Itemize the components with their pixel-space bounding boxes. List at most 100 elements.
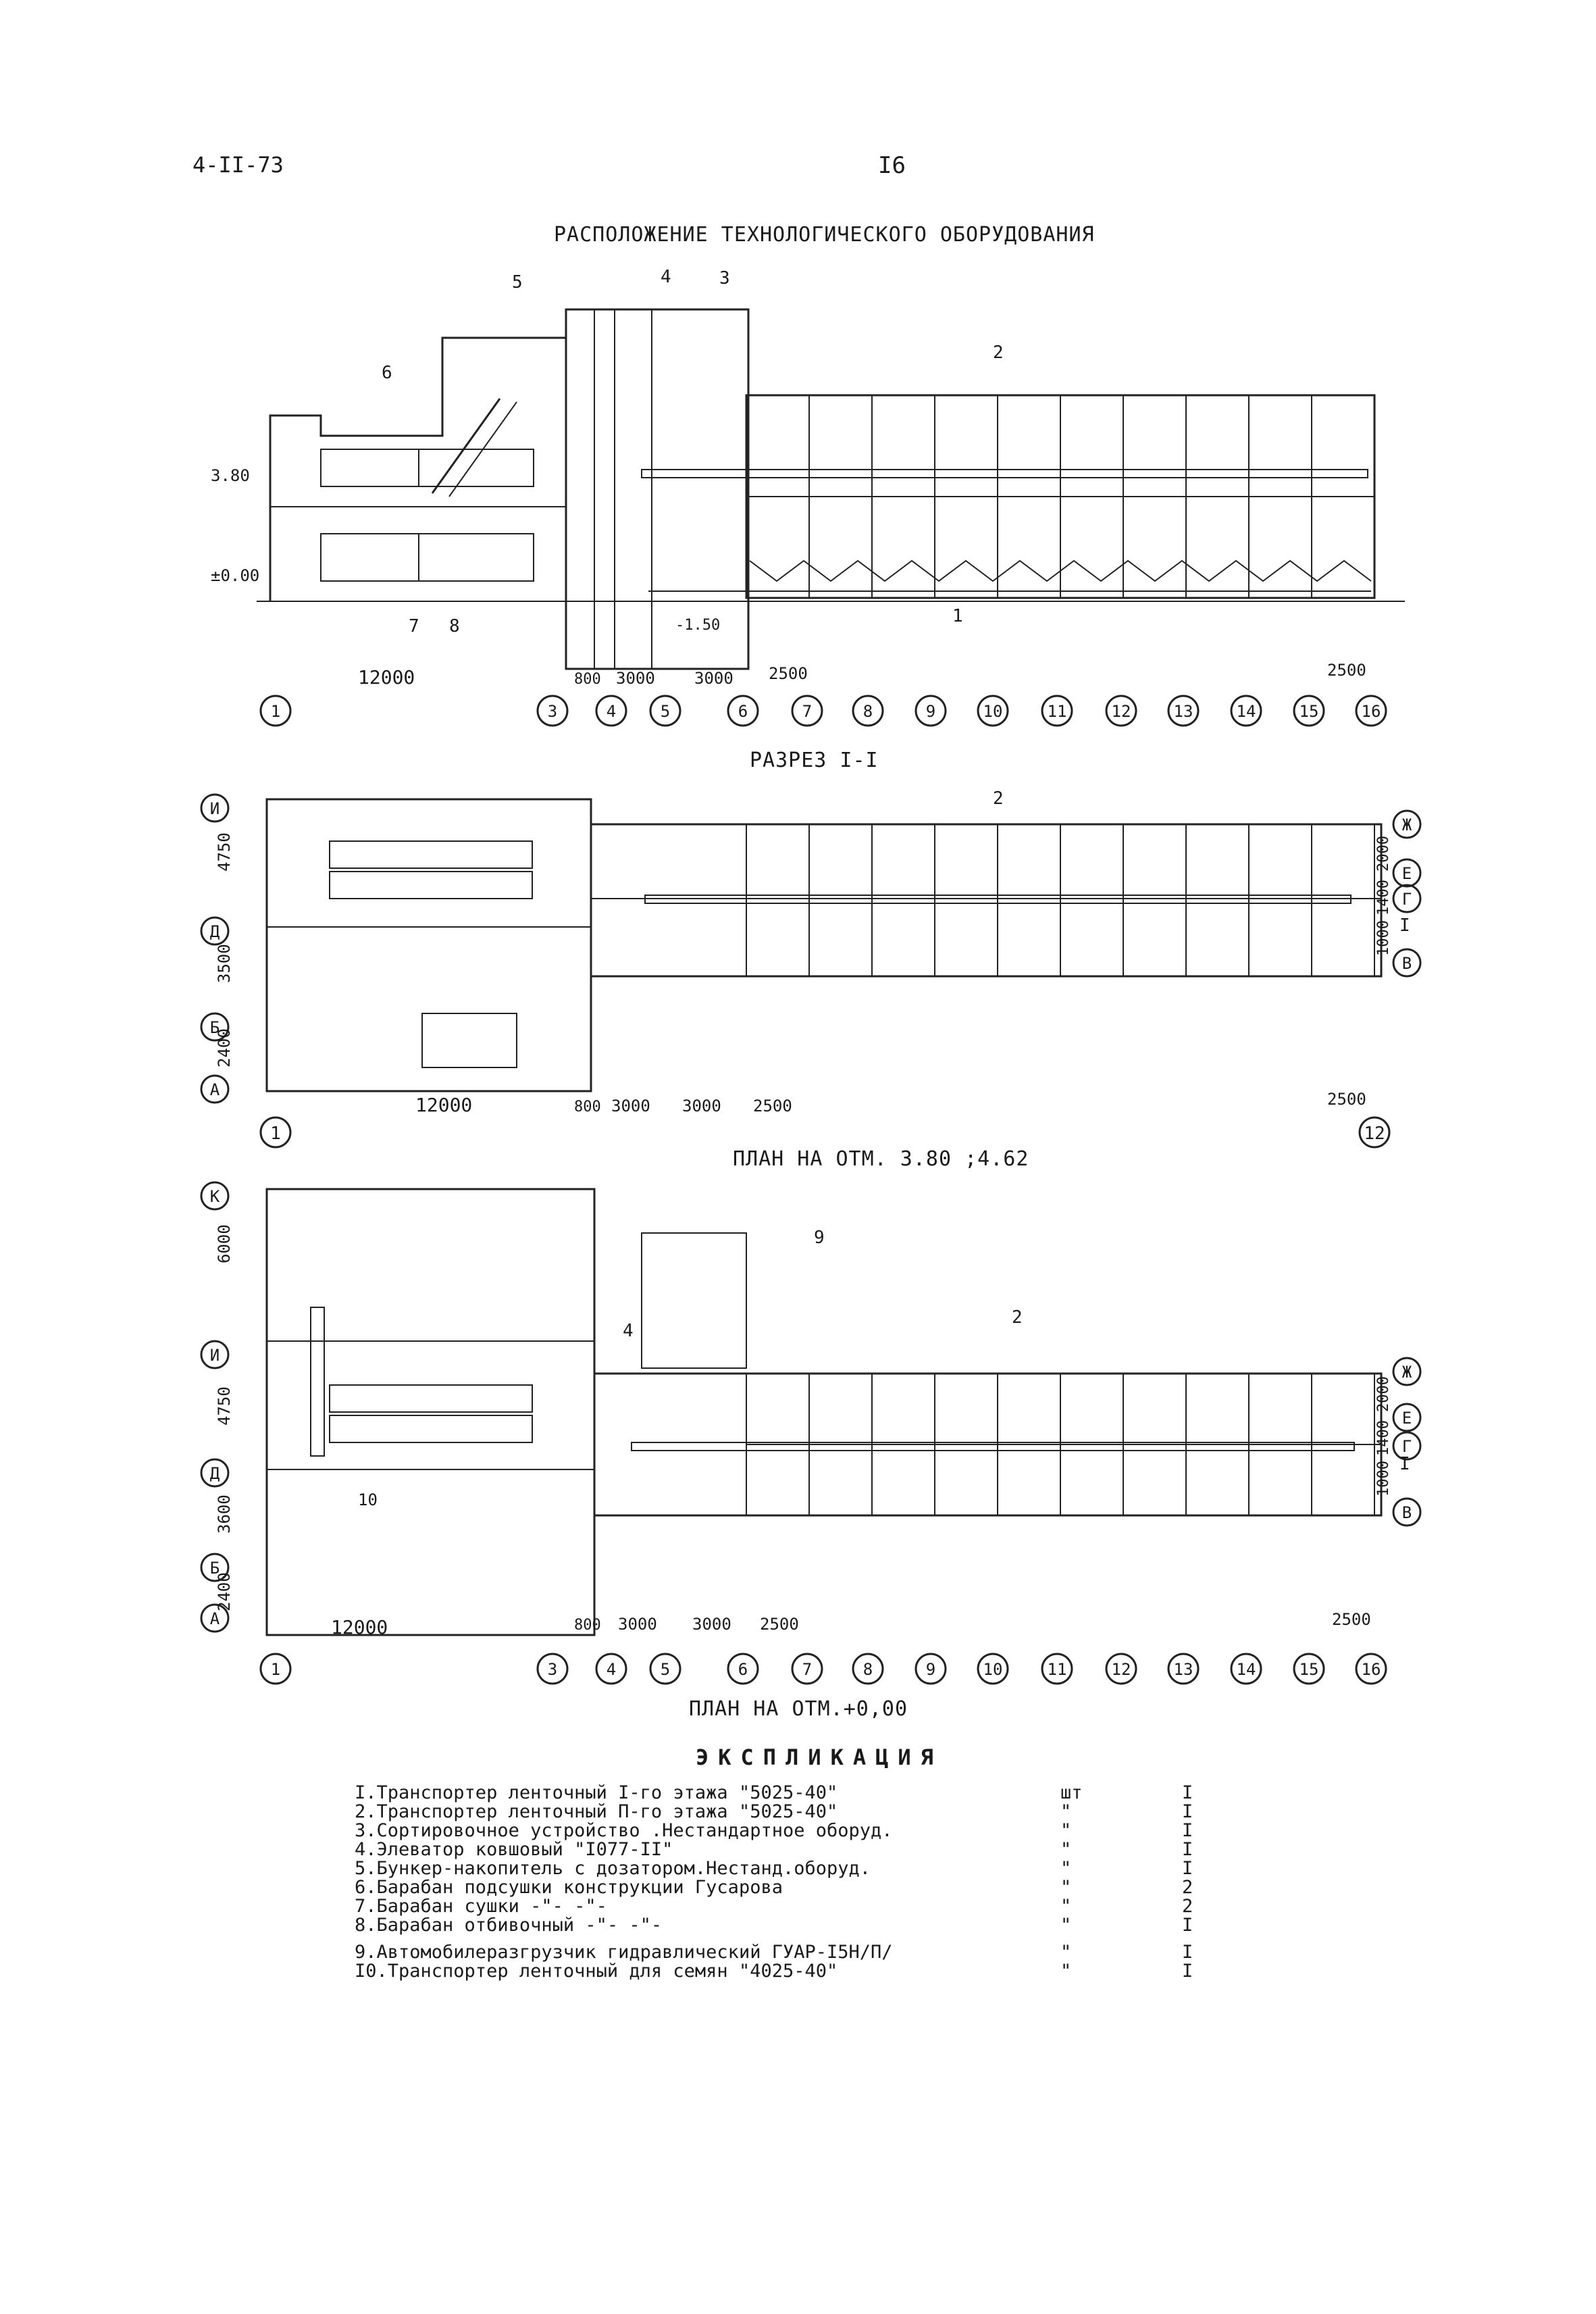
lower-plan-axis-11: 11	[1048, 1660, 1067, 1679]
page-number: I6	[878, 152, 906, 179]
lower-dim-2000: 2000	[1375, 1376, 1392, 1412]
item-qty: I	[1182, 1820, 1193, 1841]
caption-section-i-i: РАЗРЕЗ I-I	[750, 749, 879, 772]
upper-plan-left-row-axis-И: И	[210, 799, 220, 818]
lower-plan-axis-8: 8	[863, 1660, 873, 1679]
item-unit: "	[1060, 1961, 1072, 1982]
upper-plan-right-row-axis-Г: Г	[1402, 890, 1412, 909]
caption-lower-plan: ПЛАН НА ОТМ.+0,00	[689, 1697, 908, 1721]
upper-dim-3500: 3500	[215, 944, 234, 983]
lower-plan-axis-bubble	[1230, 1653, 1262, 1685]
drum-lower	[320, 533, 534, 582]
upper-dim-12000: 12000	[415, 1094, 472, 1116]
lower-plan-axis-bubble	[536, 1653, 569, 1685]
lower-plan-right-row-bubble	[1392, 1357, 1422, 1386]
lower-plan-axis-15: 15	[1299, 1660, 1319, 1679]
lower-callout-2: 2	[1012, 1307, 1023, 1328]
section-view	[257, 308, 1405, 670]
lower-plan-right-row-axis-Г: Г	[1402, 1437, 1412, 1456]
lower-plan-axis-bubble	[1105, 1653, 1137, 1685]
dim-2500-a: 2500	[769, 664, 808, 683]
lower-plan-axis-bubble	[595, 1653, 627, 1685]
item-qty: I	[1182, 1858, 1193, 1879]
callout-8: 8	[449, 616, 460, 636]
lower-plan-axis-13: 13	[1174, 1660, 1193, 1679]
upper-plan-left-row-bubble	[200, 1012, 230, 1042]
upper-plan-left-row-axis-А: А	[210, 1080, 220, 1099]
item-unit: шт	[1060, 1782, 1083, 1803]
item-qty: 2	[1182, 1877, 1193, 1898]
dim-2500-b: 2500	[1327, 661, 1366, 680]
lower-plan-left-row-bubble	[200, 1181, 230, 1211]
callout-2: 2	[993, 343, 1004, 363]
lower-plan-axis-10: 10	[983, 1660, 1003, 1679]
section-axis-bubble	[915, 695, 947, 727]
item-unit: "	[1060, 1915, 1072, 1936]
callout-3: 3	[719, 268, 730, 288]
upper-plan-axis-1: 1	[270, 1124, 281, 1144]
lower-plan-left-row-axis-И: И	[210, 1346, 220, 1365]
upper-plan-left-row-axis-Б: Б	[210, 1018, 220, 1037]
lower-callout-4: 4	[623, 1321, 634, 1341]
upper-plan-right-row-axis-Ж: Ж	[1402, 815, 1412, 834]
elevation-380: 3.80	[211, 466, 250, 485]
item-unit: "	[1060, 1896, 1072, 1917]
elevation-minus150: -1.50	[675, 617, 720, 634]
lower-plan-bay-lines	[746, 1374, 1375, 1515]
item-qty: I	[1182, 1961, 1193, 1982]
section-axis-12: 12	[1112, 702, 1131, 721]
lower-dim-2500-b: 2500	[1332, 1610, 1371, 1629]
lower-plan	[265, 1188, 1383, 1636]
item-unit: "	[1060, 1839, 1072, 1860]
section-axis-bubble	[595, 695, 627, 727]
section-axis-bubble	[1105, 695, 1137, 727]
explication-row: 6.Барабан подсушки конструкции Гусарова"…	[355, 1877, 1287, 1898]
item-name: 2.Транспортер ленточный П-го этажа "5025…	[355, 1801, 838, 1822]
item-qty: 2	[1182, 1896, 1193, 1917]
item-unit: "	[1060, 1942, 1072, 1963]
lower-plan-left-row-axis-Д: Д	[210, 1464, 220, 1483]
item-name: 9.Автомобилеразгрузчик гидравлический ГУ…	[355, 1942, 893, 1963]
upper-plan-left-row-bubble	[200, 916, 230, 946]
explication-title: ЭКСПЛИКАЦИЯ	[696, 1744, 943, 1770]
upper-dim-4750: 4750	[215, 832, 234, 872]
lower-callout-10: 10	[358, 1490, 378, 1509]
lower-plan-right-row-axis-Ж: Ж	[1402, 1363, 1412, 1382]
explication-row: I.Транспортер ленточный I-го этажа "5025…	[355, 1782, 1287, 1803]
upper-dim-2400: 2400	[215, 1028, 234, 1067]
section-axis-bubble	[1041, 695, 1073, 727]
explication-row: 7.Барабан сушки -"- -"-"2	[355, 1896, 1287, 1917]
section-axis-bubble	[852, 695, 884, 727]
section-axis-6: 6	[738, 702, 748, 721]
explication-row: 4.Элеватор ковшовый "I077-II""I	[355, 1839, 1287, 1860]
lower-dim-1000: 1000	[1375, 1461, 1392, 1496]
conveyor-10	[310, 1307, 325, 1457]
upper-plan-right-row-axis-В: В	[1402, 954, 1412, 973]
callout-7: 7	[409, 616, 419, 636]
section-axis-14: 14	[1237, 702, 1256, 721]
dim-3000-a: 3000	[616, 669, 655, 688]
lower-plan-left-row-axis-К: К	[210, 1187, 220, 1206]
section-axis-7: 7	[802, 702, 812, 721]
item-name: 5.Бункер-накопитель с дозатором.Нестанд.…	[355, 1858, 871, 1879]
lower-dim-4750: 4750	[215, 1386, 234, 1426]
upper-dim-800: 800	[574, 1099, 601, 1115]
lower-plan-left-row-bubble	[200, 1458, 230, 1488]
explication-row: 9.Автомобилеразгрузчик гидравлический ГУ…	[355, 1942, 1287, 1963]
section-axis-9: 9	[926, 702, 935, 721]
lower-plan-axis-bubble	[977, 1653, 1009, 1685]
item-unit: "	[1060, 1801, 1072, 1822]
lower-plan-axis-bubble	[1041, 1653, 1073, 1685]
callout-5: 5	[512, 272, 523, 293]
truck-unloader	[641, 1232, 747, 1369]
lower-dim-3600: 3600	[215, 1494, 234, 1534]
item-name: 3.Сортировочное устройство .Нестандартно…	[355, 1820, 893, 1841]
lower-plan-left-row-bubble	[200, 1340, 230, 1369]
item-qty: I	[1182, 1801, 1193, 1822]
explication-row: 3.Сортировочное устройство .Нестандартно…	[355, 1820, 1287, 1841]
upper-callout-2: 2	[993, 788, 1004, 809]
section-axis-bubble	[649, 695, 681, 727]
